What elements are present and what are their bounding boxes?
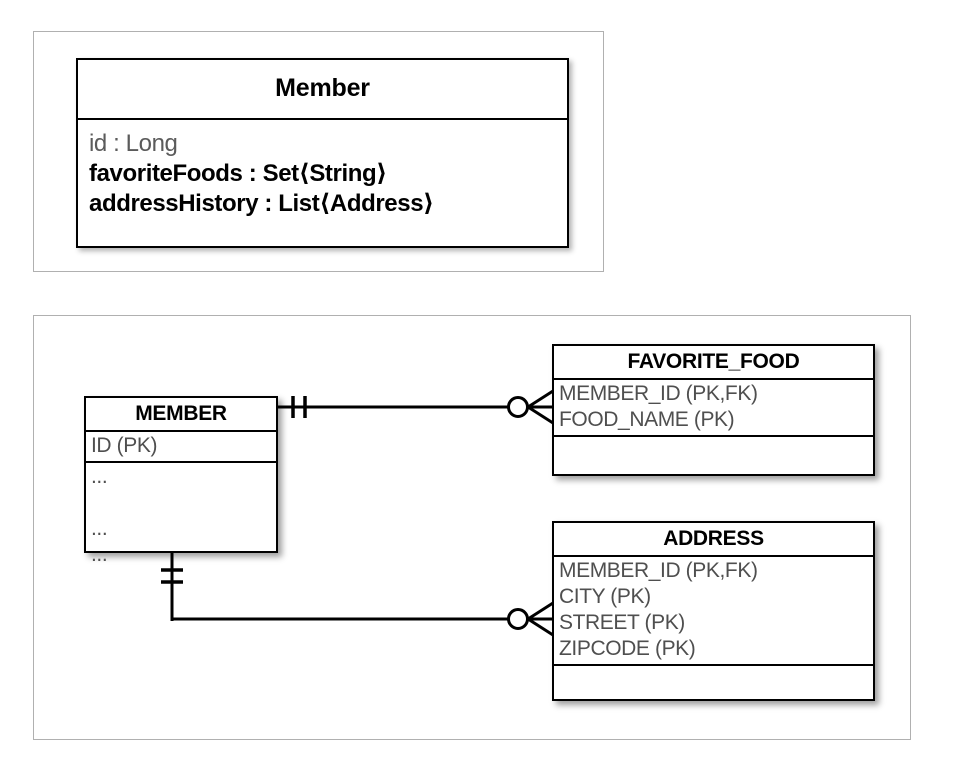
uml-class-name: Member [78, 60, 567, 120]
erd-empty-section [554, 666, 873, 692]
uml-attribute-row: favoriteFoods : Set⟨String⟩ [89, 160, 387, 187]
uml-class-box-member[interactable]: Member id : Long favoriteFoods : Set⟨Str… [76, 58, 569, 248]
erd-field-row: ZIPCODE (PK) [559, 637, 696, 660]
erd-field-row: ... [91, 543, 108, 566]
erd-table-member[interactable]: MEMBER ID (PK) ... ... ... [84, 396, 278, 566]
erd-field-row-blank [91, 490, 276, 516]
erd-field-row: MEMBER_ID (PK,FK) [559, 382, 758, 405]
erd-table-name: ADDRESS [554, 523, 873, 557]
erd-field-row: FOOD_NAME (PK) [559, 408, 735, 431]
erd-field-row: STREET (PK) [559, 611, 685, 634]
erd-table-name: MEMBER [86, 398, 276, 432]
erd-table-favorite-food[interactable]: FAVORITE_FOOD MEMBER_ID (PK,FK) FOOD_NAM… [552, 344, 875, 476]
erd-empty-section [554, 437, 873, 463]
erd-table-address[interactable]: ADDRESS MEMBER_ID (PK,FK) CITY (PK) STRE… [552, 521, 875, 701]
erd-table-name: FAVORITE_FOOD [554, 346, 873, 380]
erd-panel: MEMBER ID (PK) ... ... ... FAVORITE_FOOD… [33, 315, 911, 740]
uml-attribute-row: id : Long [89, 130, 178, 157]
uml-panel: Member id : Long favoriteFoods : Set⟨Str… [33, 31, 604, 272]
erd-field-row: CITY (PK) [559, 585, 651, 608]
erd-field-row: ID (PK) [91, 434, 158, 457]
erd-field-section: MEMBER_ID (PK,FK) FOOD_NAME (PK) [554, 380, 873, 437]
erd-field-row: ... [91, 465, 108, 488]
erd-field-section: ID (PK) [86, 432, 276, 463]
erd-field-section: MEMBER_ID (PK,FK) CITY (PK) STREET (PK) … [554, 557, 873, 666]
uml-attribute-row: addressHistory : List⟨Address⟩ [89, 190, 434, 217]
erd-extra-section: ... ... ... [86, 463, 276, 570]
uml-attribute-list: id : Long favoriteFoods : Set⟨String⟩ ad… [78, 120, 567, 231]
erd-field-row: MEMBER_ID (PK,FK) [559, 559, 758, 582]
erd-field-row: ... [91, 517, 108, 540]
relationship-member-favorite-food [278, 389, 554, 425]
